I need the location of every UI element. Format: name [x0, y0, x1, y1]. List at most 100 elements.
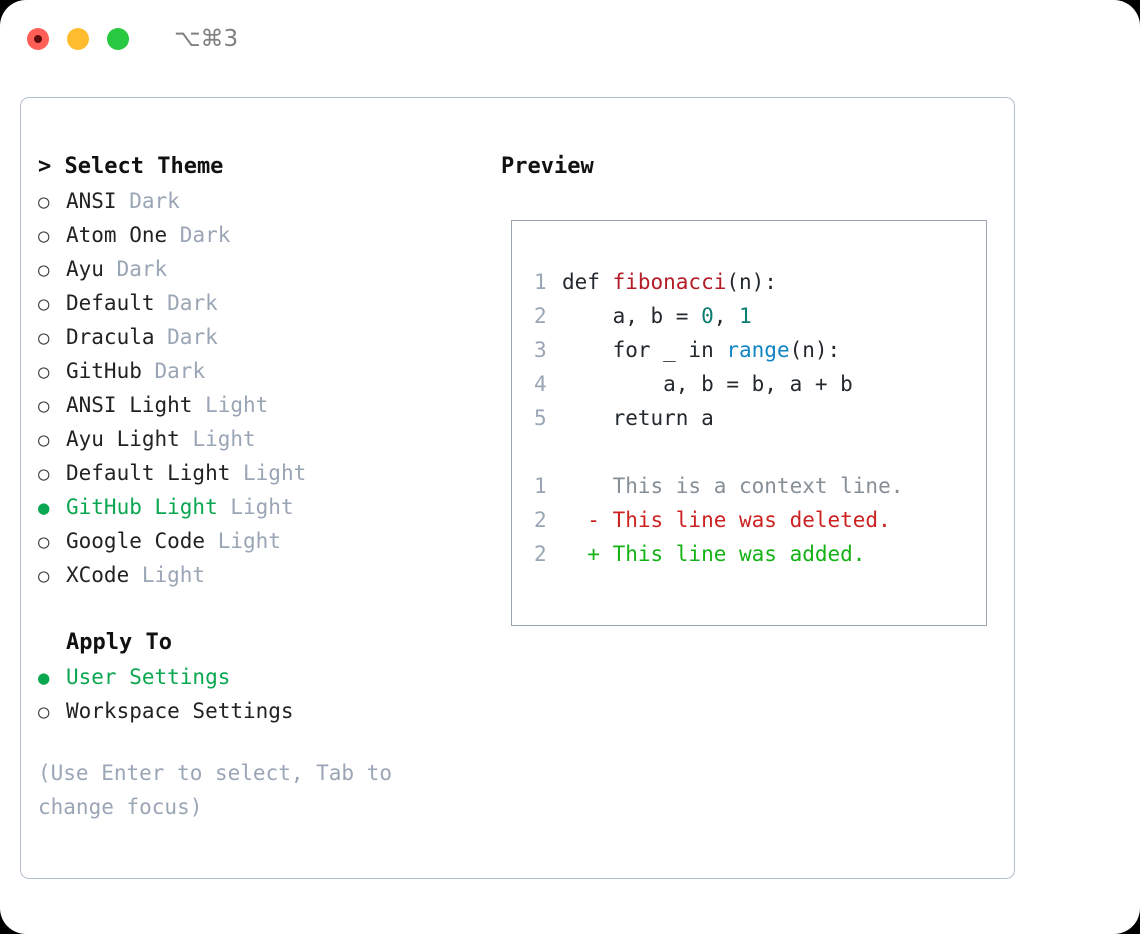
diff-line-text: + This line was added. — [562, 542, 866, 566]
radio-unselected-icon: ○ — [38, 531, 50, 553]
diff-line-number: 2 — [534, 542, 547, 566]
theme-option-xcode[interactable]: ○ XCode Light — [38, 558, 478, 592]
apply-to-option-workspace-settings[interactable]: ○ Workspace Settings — [38, 694, 478, 728]
code-token-call: range — [726, 338, 790, 362]
radio-unselected-icon: ○ — [38, 293, 50, 315]
code-line-number: 2 — [534, 304, 547, 328]
radio-selected-icon: ● — [38, 667, 50, 689]
diff-line-text: - This line was deleted. — [562, 508, 891, 532]
code-line: 5 return a — [512, 401, 986, 435]
code-token-num: 0 — [701, 304, 714, 328]
code-token-plain: a, b = — [562, 304, 702, 328]
radio-unselected-icon: ○ — [38, 225, 50, 247]
radio-unselected-icon: ○ — [38, 463, 50, 485]
diff-line-text: This is a context line. — [562, 474, 904, 498]
theme-option-variant-tag: Dark — [129, 189, 180, 213]
apply-to-list[interactable]: ● User Settings ○ Workspace Settings — [38, 660, 478, 728]
code-line-text: a, b = b, a + b — [562, 367, 853, 401]
theme-option-variant-tag: Dark — [167, 291, 218, 315]
code-line-number: 4 — [534, 372, 547, 396]
radio-unselected-icon: ○ — [38, 429, 50, 451]
theme-option-variant-tag: Dark — [116, 257, 168, 281]
apply-to-option-user-settings[interactable]: ● User Settings — [38, 660, 478, 694]
close-window-icon[interactable] — [27, 28, 49, 50]
theme-option-variant-tag: Dark — [167, 325, 218, 349]
theme-option-default[interactable]: ○ Default Dark — [38, 286, 478, 320]
theme-option-variant-tag: Light — [230, 495, 294, 519]
radio-unselected-icon: ○ — [38, 565, 50, 587]
apply-to-option-label: Workspace Settings — [66, 699, 294, 723]
theme-option-variant-tag: Light — [141, 563, 206, 587]
theme-option-github[interactable]: ○GitHub Dark — [38, 354, 478, 388]
theme-option-ayu-light[interactable]: ○Ayu Light Light — [38, 422, 478, 456]
code-line: 3 for _ in range(n): — [512, 333, 986, 367]
radio-unselected-icon: ○ — [38, 701, 50, 723]
theme-list[interactable]: ○ ANSI Dark ○ Atom One Dark ○ Ayu Dark ○ Defaul… — [38, 184, 478, 592]
theme-option-label: ANSI Light — [66, 393, 206, 417]
theme-option-google-code[interactable]: ○ Google Code Light — [38, 524, 478, 558]
preview-header: Preview — [501, 154, 594, 179]
theme-option-label: GitHub Light — [66, 495, 231, 519]
diff-line-number: 2 — [534, 508, 547, 532]
theme-option-label: Ayu — [66, 257, 117, 281]
radio-unselected-icon: ○ — [38, 361, 50, 383]
code-line-number: 5 — [534, 406, 547, 430]
diff-line-ctx: 1 This is a context line. — [512, 469, 986, 503]
apply-to-header: Apply To — [66, 630, 172, 655]
theme-option-github-light[interactable]: ● GitHub Light Light — [38, 490, 478, 524]
code-token-plain: , — [713, 304, 740, 328]
theme-option-label: Default — [66, 291, 168, 315]
code-token-plain: (n): — [726, 270, 777, 294]
code-token-plain: a, b = b, a + b — [562, 372, 853, 396]
theme-option-label: Atom One — [66, 223, 180, 247]
theme-option-label: Default Light — [66, 461, 244, 485]
code-diff-gap — [512, 435, 986, 469]
theme-option-label: XCode — [66, 563, 142, 587]
radio-selected-icon: ● — [38, 497, 50, 519]
diff-line-number: 1 — [534, 474, 547, 498]
code-line-text: def fibonacci(n): — [562, 265, 777, 299]
theme-option-variant-tag: Light — [205, 393, 269, 417]
diff-line-del: 2 - This line was deleted. — [512, 503, 986, 537]
radio-unselected-icon: ○ — [38, 191, 50, 213]
theme-option-variant-tag: Light — [243, 461, 307, 485]
code-token-kw: return a — [562, 406, 714, 430]
theme-option-label: Dracula — [66, 325, 168, 349]
theme-option-ansi-light[interactable]: ○ ANSI Light Light — [38, 388, 478, 422]
keyboard-shortcut-label: ⌥⌘3 — [174, 26, 239, 52]
code-token-num: 1 — [739, 304, 752, 328]
keyboard-hint-text: (Use Enter to select, Tab to change focu… — [38, 761, 393, 819]
code-line-text: a, b = 0, 1 — [562, 299, 752, 333]
diff-line-add: 2 + This line was added. — [512, 537, 986, 571]
theme-option-label: ANSI — [66, 189, 130, 213]
theme-option-ansi[interactable]: ○ ANSI Dark — [38, 184, 478, 218]
apply-to-option-label: User Settings — [66, 665, 231, 689]
theme-option-variant-tag: Light — [217, 529, 281, 553]
theme-option-default-light[interactable]: ○ Default Light Light — [38, 456, 478, 490]
theme-option-variant-tag: Dark — [154, 359, 206, 383]
traffic-lights — [27, 28, 129, 50]
theme-option-atom-one[interactable]: ○ Atom One Dark — [38, 218, 478, 252]
title-bar: ⌥⌘3 — [0, 0, 1140, 78]
theme-option-ayu[interactable]: ○ Ayu Dark — [38, 252, 478, 286]
minimize-window-icon[interactable] — [67, 28, 89, 50]
theme-option-label: Google Code — [66, 529, 218, 553]
code-token-kw: for _ in — [562, 338, 727, 362]
theme-option-variant-tag: Dark — [179, 223, 231, 247]
theme-option-variant-tag: Light — [192, 427, 256, 451]
code-line: 4 a, b = b, a + b — [512, 367, 986, 401]
code-line-text: for _ in range(n): — [562, 333, 841, 367]
code-line-text: return a — [562, 401, 714, 435]
theme-option-dracula[interactable]: ○ Dracula Dark — [38, 320, 478, 354]
select-theme-header: > Select Theme — [38, 154, 224, 179]
maximize-window-icon[interactable] — [107, 28, 129, 50]
radio-unselected-icon: ○ — [38, 259, 50, 281]
code-token-kw: def — [562, 270, 613, 294]
radio-unselected-icon: ○ — [38, 327, 50, 349]
radio-unselected-icon: ○ — [38, 395, 50, 417]
